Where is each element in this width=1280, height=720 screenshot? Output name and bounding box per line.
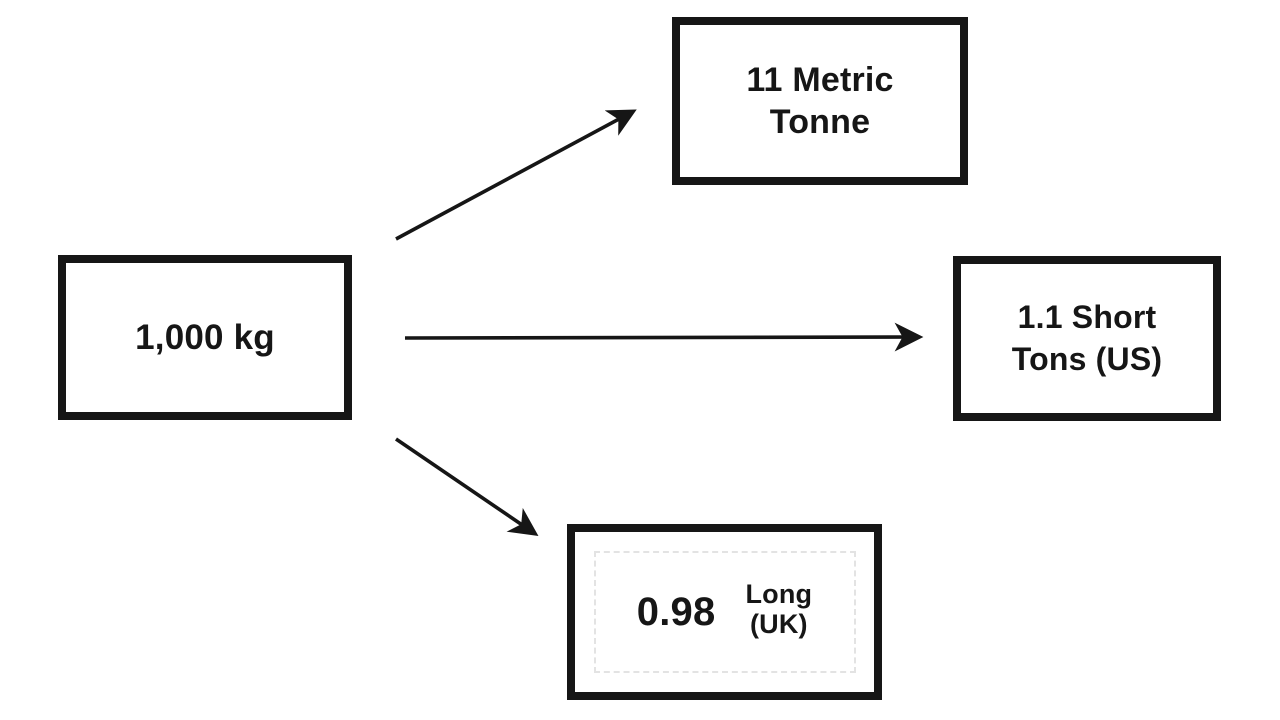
metric-tonne-line1: 11 Metric [746, 60, 894, 99]
node-long-tons: 0.98 Long (UK) [567, 524, 882, 700]
long-tons-unit: Long (UK) [745, 579, 812, 639]
node-kilograms: 1,000 kg [58, 255, 352, 420]
long-tons-unit-line1: Long [745, 578, 813, 609]
arrow-to-metric-tonne-icon [395, 109, 637, 241]
short-tons-label: 1.1 Short Tons (US) [1012, 297, 1163, 380]
metric-tonne-label: 11 Metric Tonne [746, 59, 893, 144]
node-metric-tonne: 11 Metric Tonne [672, 17, 968, 185]
metric-tonne-line2: Tonne [769, 103, 871, 141]
arrow-to-short-tons-icon [404, 322, 924, 352]
short-tons-line2: Tons (US) [1011, 340, 1163, 377]
short-tons-line1: 1.1 Short [1017, 298, 1157, 335]
long-tons-unit-line2: (UK) [749, 609, 808, 639]
long-tons-dashed-inner: 0.98 Long (UK) [593, 551, 856, 673]
node-short-tons: 1.1 Short Tons (US) [953, 256, 1221, 421]
long-tons-value: 0.98 [636, 589, 716, 634]
arrow-to-long-tons-icon [394, 437, 539, 537]
kilograms-label: 1,000 kg [135, 317, 275, 357]
